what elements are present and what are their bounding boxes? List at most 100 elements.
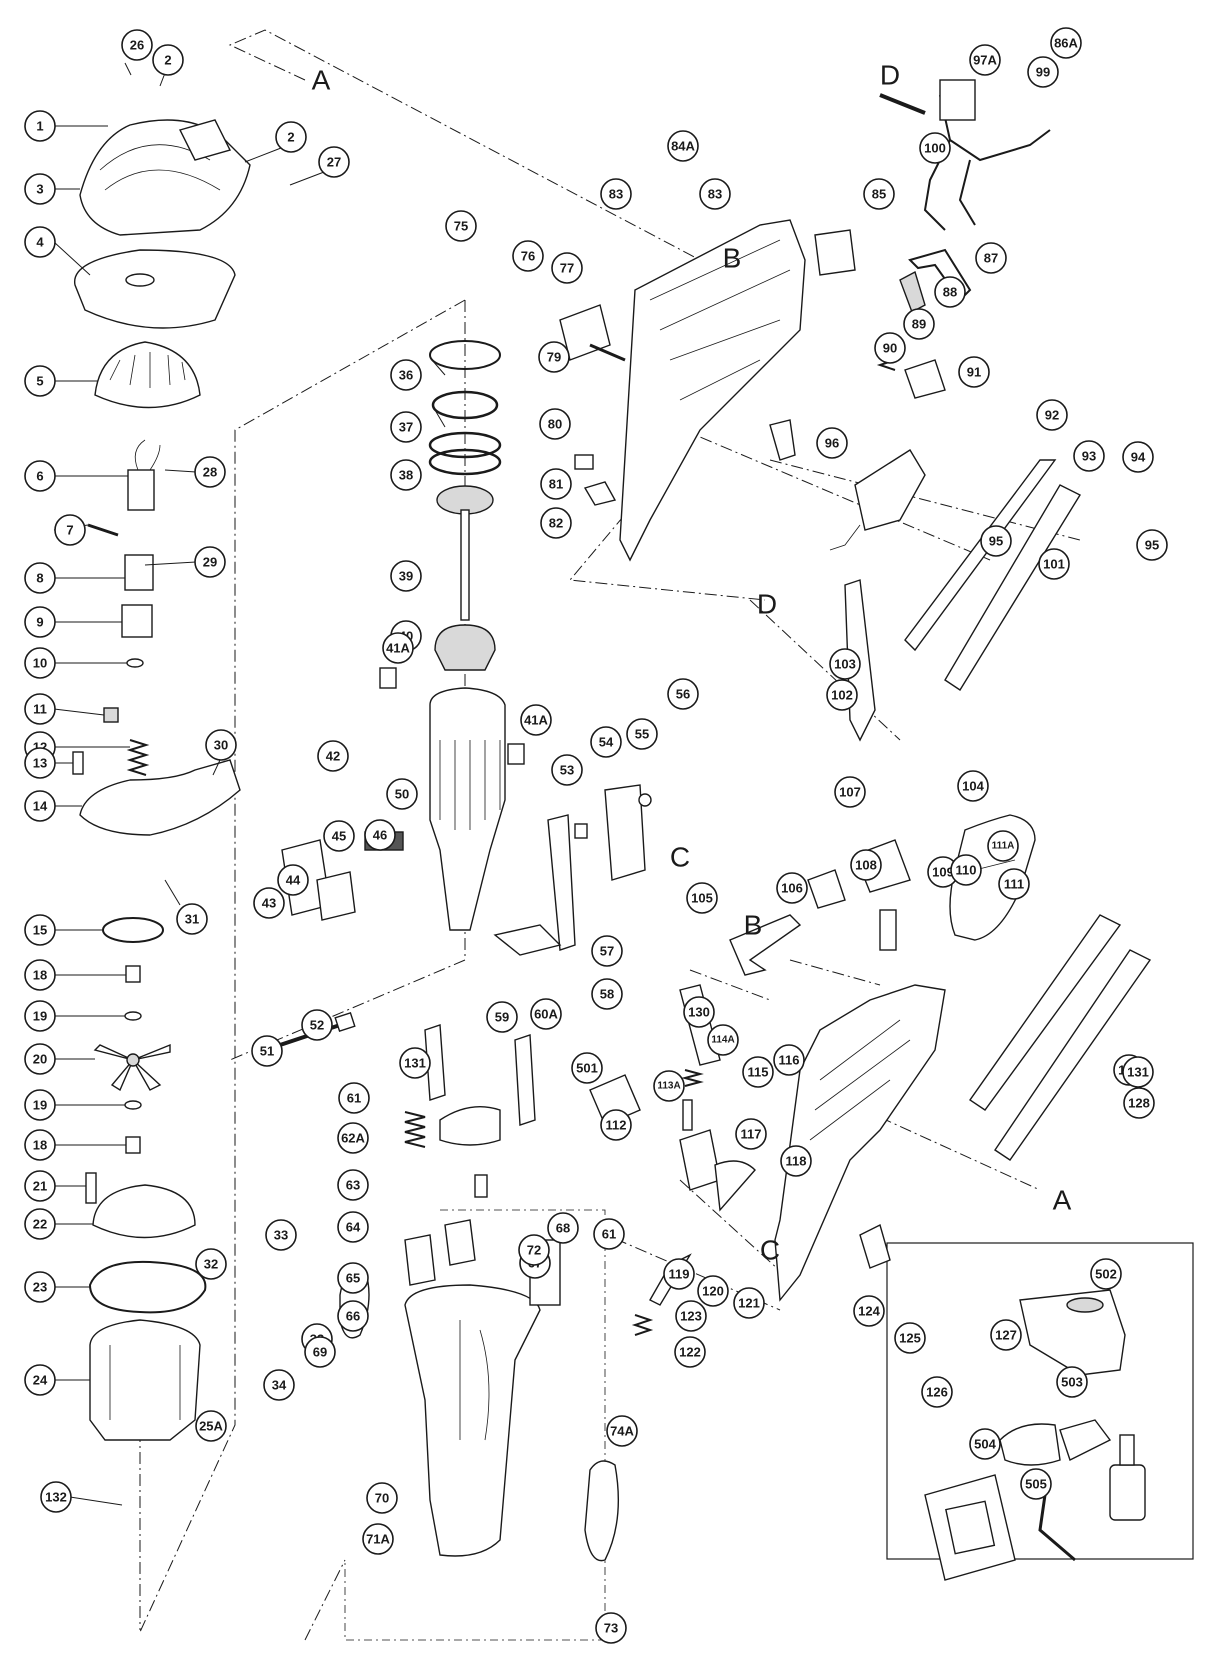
callout-number: 90: [883, 341, 897, 356]
callout-bubble: [195, 1248, 227, 1280]
callout-84a: 84A: [667, 130, 699, 162]
callout-bubble: [1122, 441, 1154, 473]
callout-number: 118: [786, 1154, 807, 1169]
callout-bubble: [265, 1219, 297, 1251]
callout-number: 14: [33, 799, 48, 814]
callout-bubble: [24, 1271, 56, 1303]
callout-24: 24: [24, 1364, 56, 1396]
callout-bubble: [338, 1082, 370, 1114]
callout-number: 91: [967, 365, 981, 380]
callout-number: 7: [66, 523, 73, 538]
callout-number: 119: [669, 1267, 690, 1282]
callout-number: 70: [375, 1491, 389, 1506]
callout-bubble: [874, 332, 906, 364]
callout-number: 41A: [386, 641, 410, 656]
callout-112: 112: [600, 1109, 632, 1141]
callout-number: 93: [1082, 449, 1096, 464]
callout-80: 80: [539, 408, 571, 440]
callout-bubble: [773, 1044, 805, 1076]
section-letter-b-top: B: [723, 243, 742, 274]
callout-117: 117: [735, 1118, 767, 1150]
callout-bubble: [364, 819, 396, 851]
callout-bubble: [591, 978, 623, 1010]
callout-36: 36: [390, 359, 422, 391]
callout-bubble: [742, 1056, 774, 1088]
callout-bubble: [390, 411, 422, 443]
callout-94: 94: [1122, 441, 1154, 473]
callout-number: 99: [1036, 65, 1050, 80]
leader-lines: [53, 62, 446, 1506]
callout-121: 121: [733, 1287, 765, 1319]
callout-bubble: [1020, 1468, 1052, 1500]
callout-9: 9: [24, 606, 56, 638]
callout-bubble: [686, 882, 718, 914]
callout-number: 8: [36, 571, 43, 586]
callout-66: 66: [337, 1300, 369, 1332]
callout-bubble: [675, 1300, 707, 1332]
callout-bubble: [539, 408, 571, 440]
callout-number: 76: [521, 249, 535, 264]
callout-bubble: [829, 648, 861, 680]
callout-number: 50: [395, 787, 409, 802]
callout-bubble: [1136, 529, 1168, 561]
callout-bubble: [24, 606, 56, 638]
callout-number: 120: [702, 1284, 724, 1299]
callout-28: 28: [194, 456, 226, 488]
callout-number: 68: [556, 1221, 570, 1236]
callout-32: 32: [195, 1248, 227, 1280]
callout-bubble: [551, 252, 583, 284]
callout-83: 83: [600, 178, 632, 210]
callout-number: 5: [36, 374, 43, 389]
callout-bubble: [24, 914, 56, 946]
callout-bubble: [958, 356, 990, 388]
callout-bubble: [323, 820, 355, 852]
callout-87: 87: [975, 242, 1007, 274]
callout-83: 83: [699, 178, 731, 210]
callout-number: 51: [260, 1044, 274, 1059]
callout-bubble: [530, 998, 562, 1030]
callout-number: 52: [310, 1018, 324, 1033]
callout-5: 5: [24, 365, 56, 397]
callout-bubble: [1090, 1258, 1122, 1290]
callout-number: 114A: [711, 1035, 734, 1046]
callout-bubble: [591, 935, 623, 967]
callout-76: 76: [512, 240, 544, 272]
callout-number: 112: [606, 1118, 627, 1133]
callout-131: 131: [399, 1047, 431, 1079]
callout-2: 2: [275, 121, 307, 153]
callout-43: 43: [253, 887, 285, 919]
callout-88: 88: [934, 276, 966, 308]
callout-number: 4: [36, 235, 44, 250]
callout-bubble: [894, 1322, 926, 1354]
callout-number: 42: [326, 749, 340, 764]
callout-bubble: [337, 1262, 369, 1294]
callout-bubble: [24, 693, 56, 725]
callout-118: 118: [780, 1145, 812, 1177]
callout-bubble: [337, 1169, 369, 1201]
callout-50: 50: [386, 778, 418, 810]
callout-bubble: [950, 854, 982, 886]
callout-number: 103: [834, 657, 856, 672]
callout-502: 502: [1090, 1258, 1122, 1290]
callout-1: 1: [24, 110, 56, 142]
callout-number: 2: [164, 53, 171, 68]
callout-bubble: [919, 132, 951, 164]
callout-75: 75: [445, 210, 477, 242]
callout-58: 58: [591, 978, 623, 1010]
callout-54: 54: [590, 726, 622, 758]
callout-number: 101: [1043, 557, 1065, 572]
section-letter-c-bottom: C: [760, 1235, 780, 1266]
callout-86a: 86A: [1050, 27, 1082, 59]
callout-bubble: [253, 887, 285, 919]
callout-37: 37: [390, 411, 422, 443]
callout-bubble: [486, 1001, 518, 1033]
callout-bubble: [551, 754, 583, 786]
callout-bubble: [540, 468, 572, 500]
callout-bubble: [780, 1145, 812, 1177]
callout-number: 36: [399, 368, 413, 383]
callout-bubble: [863, 178, 895, 210]
callout-bubble: [24, 747, 56, 779]
callout-number: 88: [943, 285, 957, 300]
callout-number: 66: [346, 1309, 360, 1324]
callout-bubble: [921, 1376, 953, 1408]
